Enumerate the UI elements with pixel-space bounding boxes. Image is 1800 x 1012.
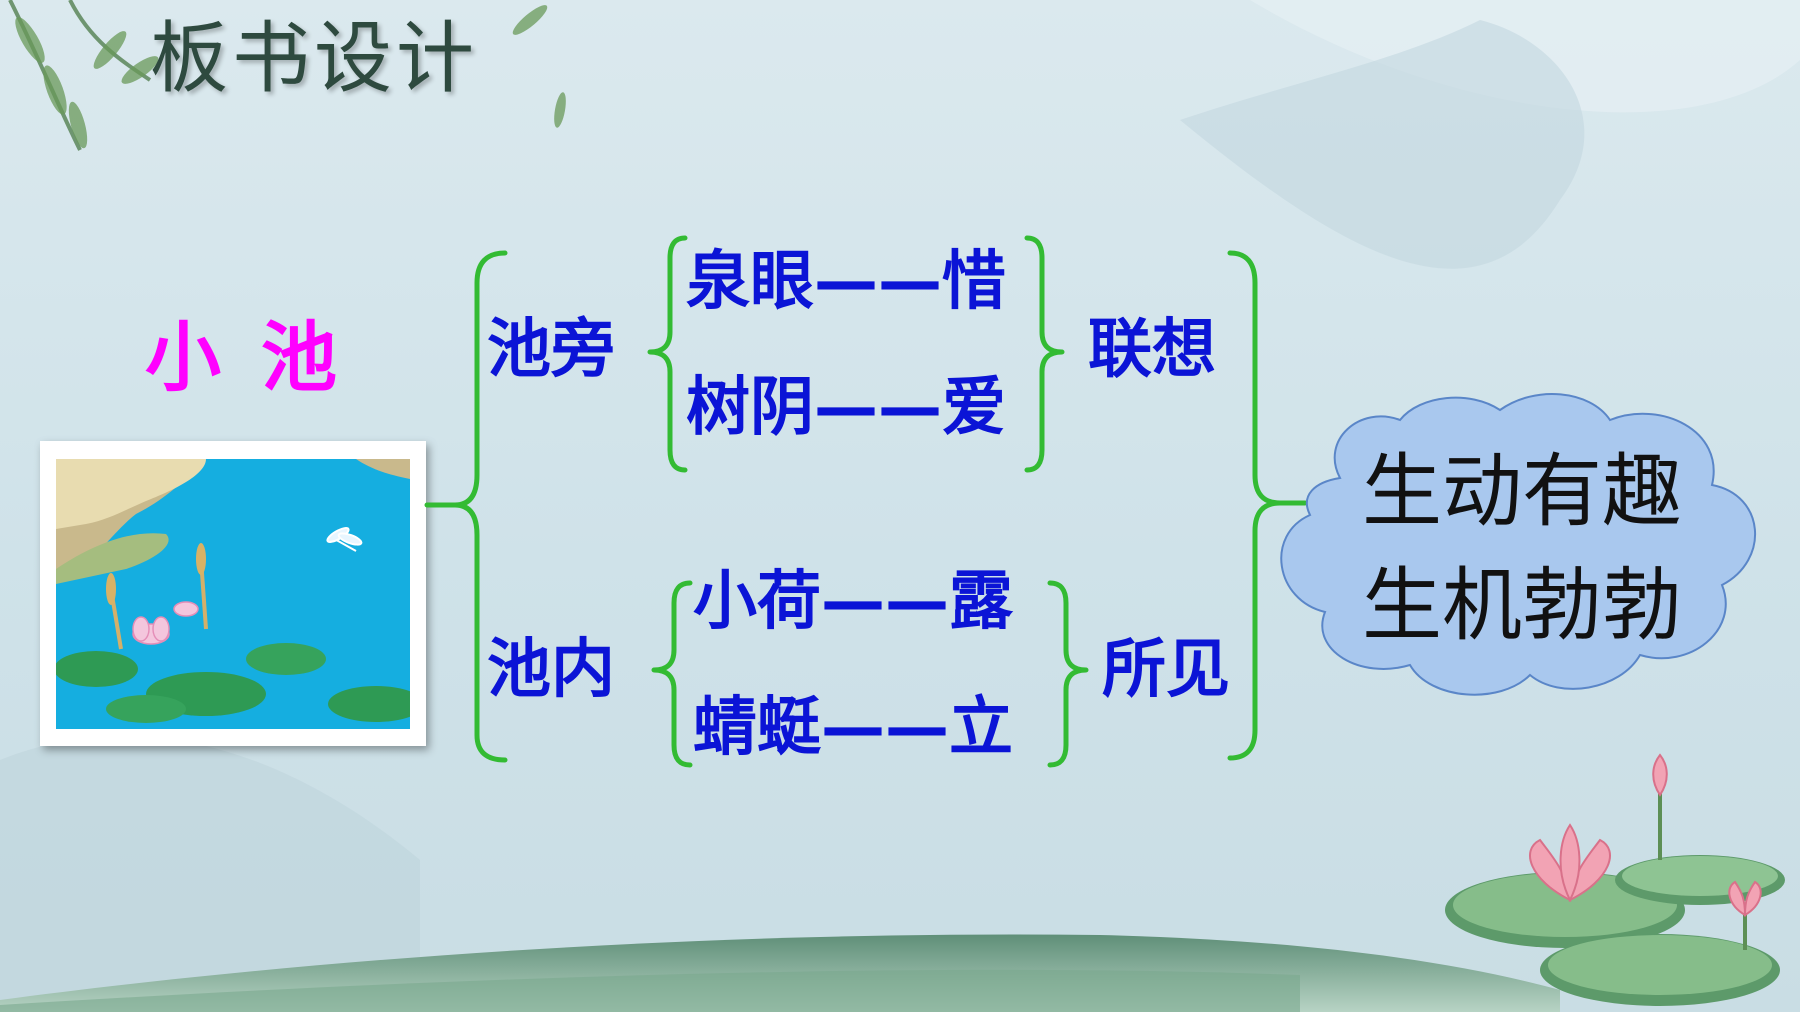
pair-object: 蜻蜓 xyxy=(693,691,821,765)
pair-dash: —— xyxy=(814,245,942,319)
pair-verb: 爱 xyxy=(942,371,1006,445)
pair-dash: —— xyxy=(821,691,949,765)
lower-right-bracket xyxy=(1047,580,1089,768)
pair-dash: —— xyxy=(814,371,942,445)
upper-bracket xyxy=(647,235,688,473)
summary-imagination: 联想 xyxy=(1088,313,1216,387)
pair-verb: 立 xyxy=(949,691,1013,765)
summary-observed: 所见 xyxy=(1102,633,1230,707)
conclusion-line-1: 生动有趣 xyxy=(1362,445,1682,538)
pair-row: 蜻蜓——立 xyxy=(693,696,1013,760)
slide-title: 板书设计 xyxy=(150,14,479,104)
branch-label-inpool: 池内 xyxy=(487,633,615,707)
pair-row: 小荷——露 xyxy=(693,570,1013,634)
lower-bracket xyxy=(651,580,693,768)
pair-verb: 惜 xyxy=(942,245,1006,319)
pair-object: 树阴 xyxy=(686,371,814,445)
pond-illustration xyxy=(40,441,426,746)
pair-object: 小荷 xyxy=(693,565,821,639)
pair-dash: —— xyxy=(821,565,949,639)
branch-label-poolside: 池旁 xyxy=(487,313,615,387)
pair-object: 泉眼 xyxy=(686,245,814,319)
upper-right-bracket xyxy=(1024,235,1065,473)
topic-title: 小池 xyxy=(145,313,377,402)
pair-verb: 露 xyxy=(949,565,1013,639)
pair-row: 泉眼——惜 xyxy=(686,250,1006,314)
pair-row: 树阴——爱 xyxy=(686,376,1006,440)
conclusion-line-2: 生机勃勃 xyxy=(1362,559,1682,652)
